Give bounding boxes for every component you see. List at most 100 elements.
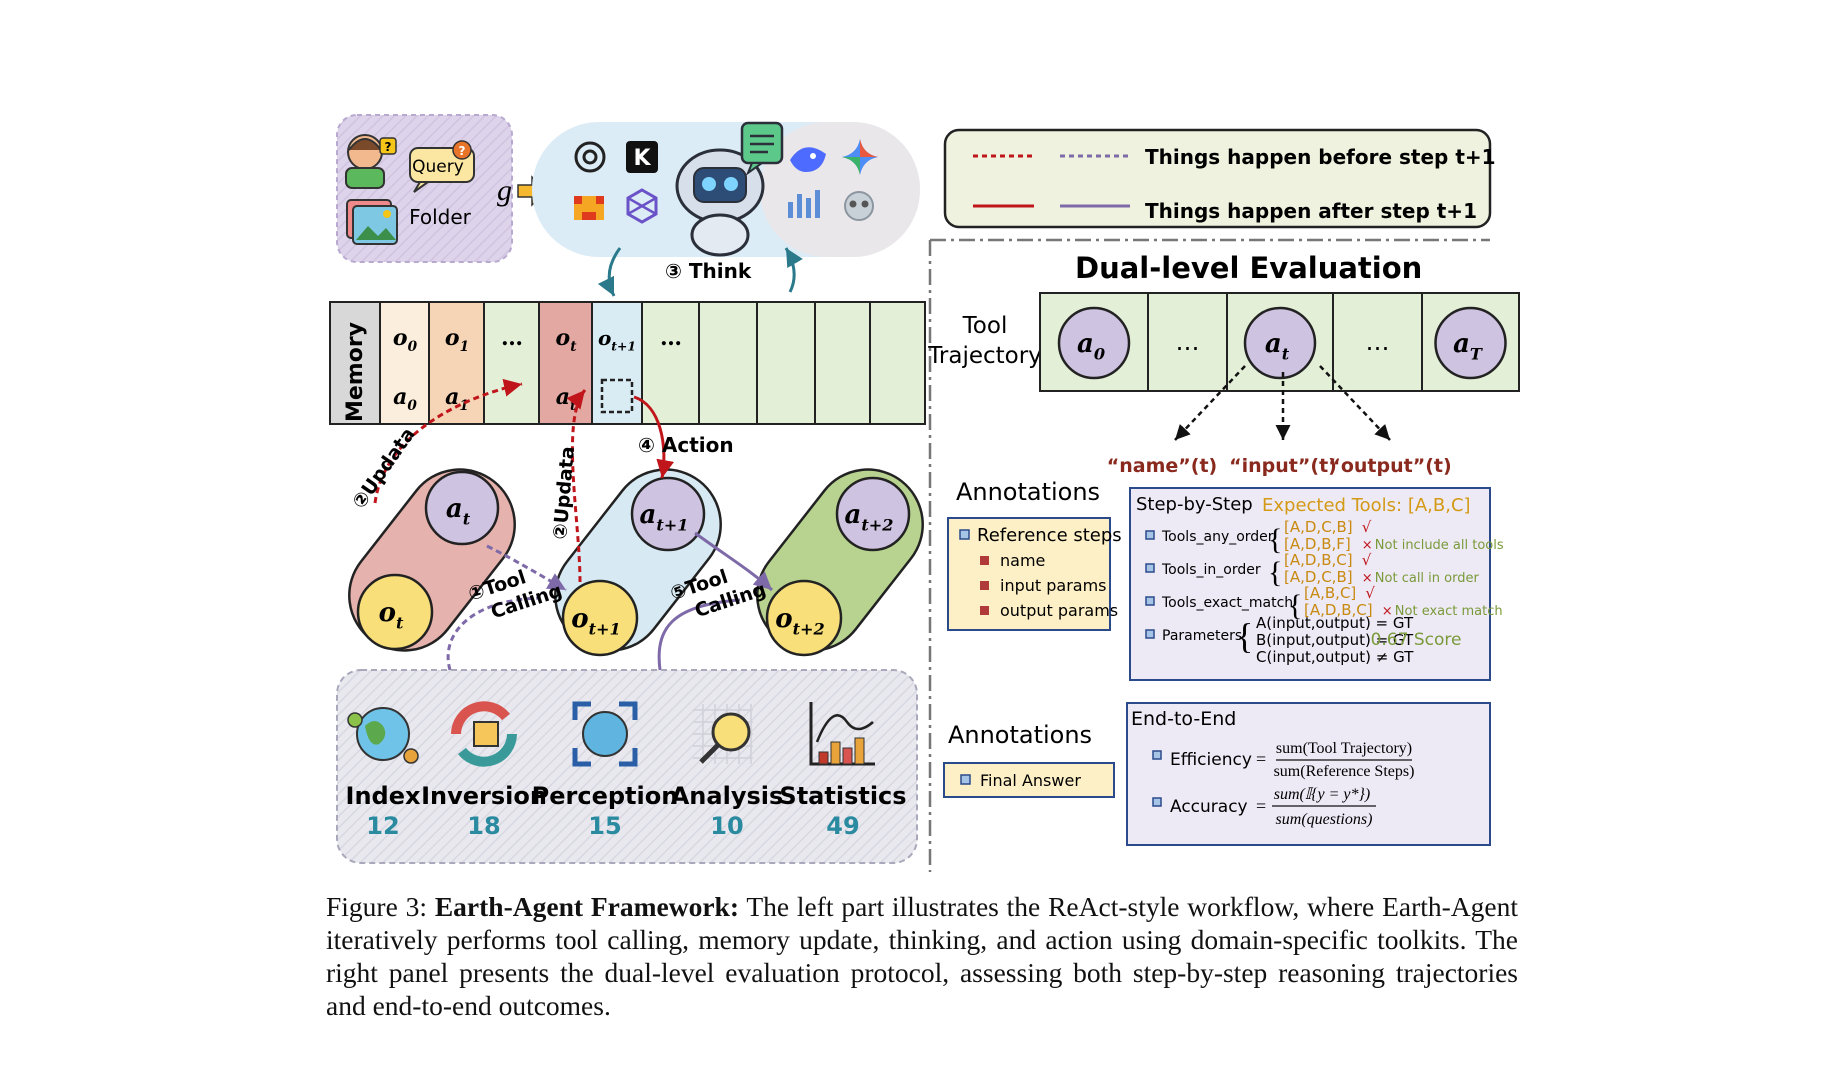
- param-line-b: B(input,output) = GT: [1256, 631, 1414, 649]
- param-line-a: A(input,output) = GT: [1256, 614, 1414, 632]
- field-label-0: “name”(t): [1107, 455, 1217, 477]
- capsule-t: [348, 468, 516, 652]
- field-label-2: “output”(t): [1328, 455, 1451, 477]
- trajectory-node-a0: [1057, 306, 1131, 380]
- sbs-brace: {: [1268, 556, 1282, 589]
- think-arrow-up: [784, 247, 803, 293]
- deepseek-icon: [790, 147, 826, 172]
- final-answer-box: Final Answer: [943, 762, 1115, 798]
- memory-strip: Memory: [329, 301, 926, 425]
- toolkit-count: 18: [467, 812, 500, 840]
- memory-act-0: a0: [393, 384, 417, 414]
- annotations-label: Annotations: [956, 478, 1100, 506]
- toolkit-link-1: [446, 596, 541, 671]
- caption-title: Earth-Agent Framework:: [434, 891, 739, 922]
- perplexity-icon: [626, 188, 658, 224]
- sbs-row: Tools_any_order{[A,D,C,B][A,D,B,F]√×Not …: [1145, 518, 1504, 556]
- node-o-t-label: ot: [379, 598, 404, 632]
- score-label: 0.67 Score: [1371, 630, 1462, 650]
- toolkit-name: Analysis: [671, 782, 784, 810]
- capsule-t2: [756, 468, 924, 652]
- efficiency-numerator: sum(Tool Trajectory): [1276, 740, 1412, 757]
- node-o-t2: [765, 579, 843, 657]
- sbs-row: Tools_exact_match{[A,B,C][A,D,B,C]√×Not …: [1145, 584, 1503, 622]
- reference-item-input: input params: [1000, 576, 1107, 595]
- efficiency-label: Efficiency: [1170, 750, 1252, 770]
- field-label-1: “input”(t): [1229, 455, 1337, 477]
- think-label: ③ Think: [665, 259, 752, 283]
- query-bubble-icon: ?: [409, 140, 475, 193]
- query-folder-panel: ? ? Query Folder: [336, 114, 513, 263]
- kimi-icon: K: [626, 141, 658, 173]
- trajectory-label-aT: aT: [1453, 329, 1483, 363]
- action-arrow: [633, 395, 675, 479]
- parameters-row: Parameters { A(input,output) = GT B(inpu…: [1145, 614, 1462, 666]
- folder-label: Folder: [409, 205, 472, 229]
- tool-calling-arrow-1: [486, 544, 567, 592]
- node-a-t1: [630, 476, 706, 552]
- sbs-bottom-list: [A,D,B,C]: [1304, 601, 1373, 619]
- cross-mark: ×: [1362, 538, 1373, 553]
- efficiency-denominator: sum(Reference Steps): [1274, 763, 1415, 780]
- sbs-brace: {: [1268, 523, 1282, 556]
- sbs-note: Not exact match: [1395, 604, 1503, 619]
- analysis-icon: [693, 704, 753, 764]
- accuracy-label: Accuracy: [1170, 797, 1248, 817]
- trajectory-label-a0: a0: [1077, 329, 1106, 363]
- user-icon: ?: [345, 134, 397, 189]
- globe-index-icon: [347, 707, 419, 764]
- trajectory-ellipsis: …: [1176, 328, 1200, 356]
- sbs-row-label: Tools_in_order: [1161, 562, 1261, 578]
- expected-tools: Expected Tools: [A,B,C]: [1262, 495, 1471, 516]
- svg-text:K: K: [633, 146, 651, 171]
- node-a-t-label: at: [446, 494, 471, 528]
- memory-obs-0: o0: [393, 325, 418, 355]
- inversion-icon: [451, 701, 517, 767]
- toolkit-name: Index: [346, 782, 421, 810]
- final-answer-label: Final Answer: [980, 771, 1081, 790]
- trajectory-label-2: Trajectory: [927, 343, 1042, 369]
- memory-label: Memory: [343, 322, 368, 422]
- sbs-top-list: [A,D,C,B]: [1284, 518, 1353, 536]
- sbs-top-list: [A,B,C]: [1304, 584, 1356, 602]
- memory-obs-1: o1: [445, 325, 469, 355]
- think-arrow-down: [597, 247, 622, 297]
- toolkit-count: 12: [366, 812, 399, 840]
- tool-calling-arrow-5: [694, 531, 774, 592]
- legend-after-label: Things happen after step t+1: [1145, 199, 1477, 223]
- openai-icon: [574, 141, 606, 173]
- sbs-row-label: Tools_exact_match: [1161, 595, 1293, 611]
- perception-icon: [572, 701, 638, 767]
- evaluation-title: Dual-level Evaluation: [1075, 251, 1422, 285]
- param-line-c: C(input,output) ≠ GT: [1256, 648, 1414, 666]
- reference-item-name: name: [1000, 551, 1045, 570]
- parameters-brace: {: [1236, 616, 1253, 656]
- node-a-t1-label: at+1: [639, 500, 688, 534]
- toolkit-link-5: [657, 598, 741, 671]
- update-arrow-t1: [566, 389, 587, 583]
- annotations-label-2: Annotations: [948, 721, 1092, 749]
- sbs-note: Not call in order: [1375, 571, 1480, 586]
- image-folder-icon: [346, 199, 398, 245]
- step-by-step-title: Step-by-Step: [1136, 494, 1253, 515]
- trajectory-node-aT: [1434, 306, 1507, 380]
- sbs-brace: {: [1288, 589, 1302, 622]
- fan-arrow-output: [1319, 365, 1391, 441]
- chart-model-icon: [788, 190, 820, 218]
- toolkit-name: Statistics: [779, 782, 906, 810]
- node-o-t1: [561, 579, 639, 657]
- memory-obs-3: ot: [556, 325, 578, 355]
- node-o-t1-label: ot+1: [571, 604, 621, 638]
- node-o-t: [356, 573, 434, 651]
- accuracy-equals: =: [1256, 796, 1266, 816]
- parameters-label: Parameters: [1162, 628, 1242, 644]
- accuracy-denominator: sum(questions): [1276, 811, 1373, 828]
- pending-action-slot: [600, 378, 634, 414]
- trajectory-node-at: [1243, 306, 1317, 380]
- statistics-icon: [809, 702, 875, 766]
